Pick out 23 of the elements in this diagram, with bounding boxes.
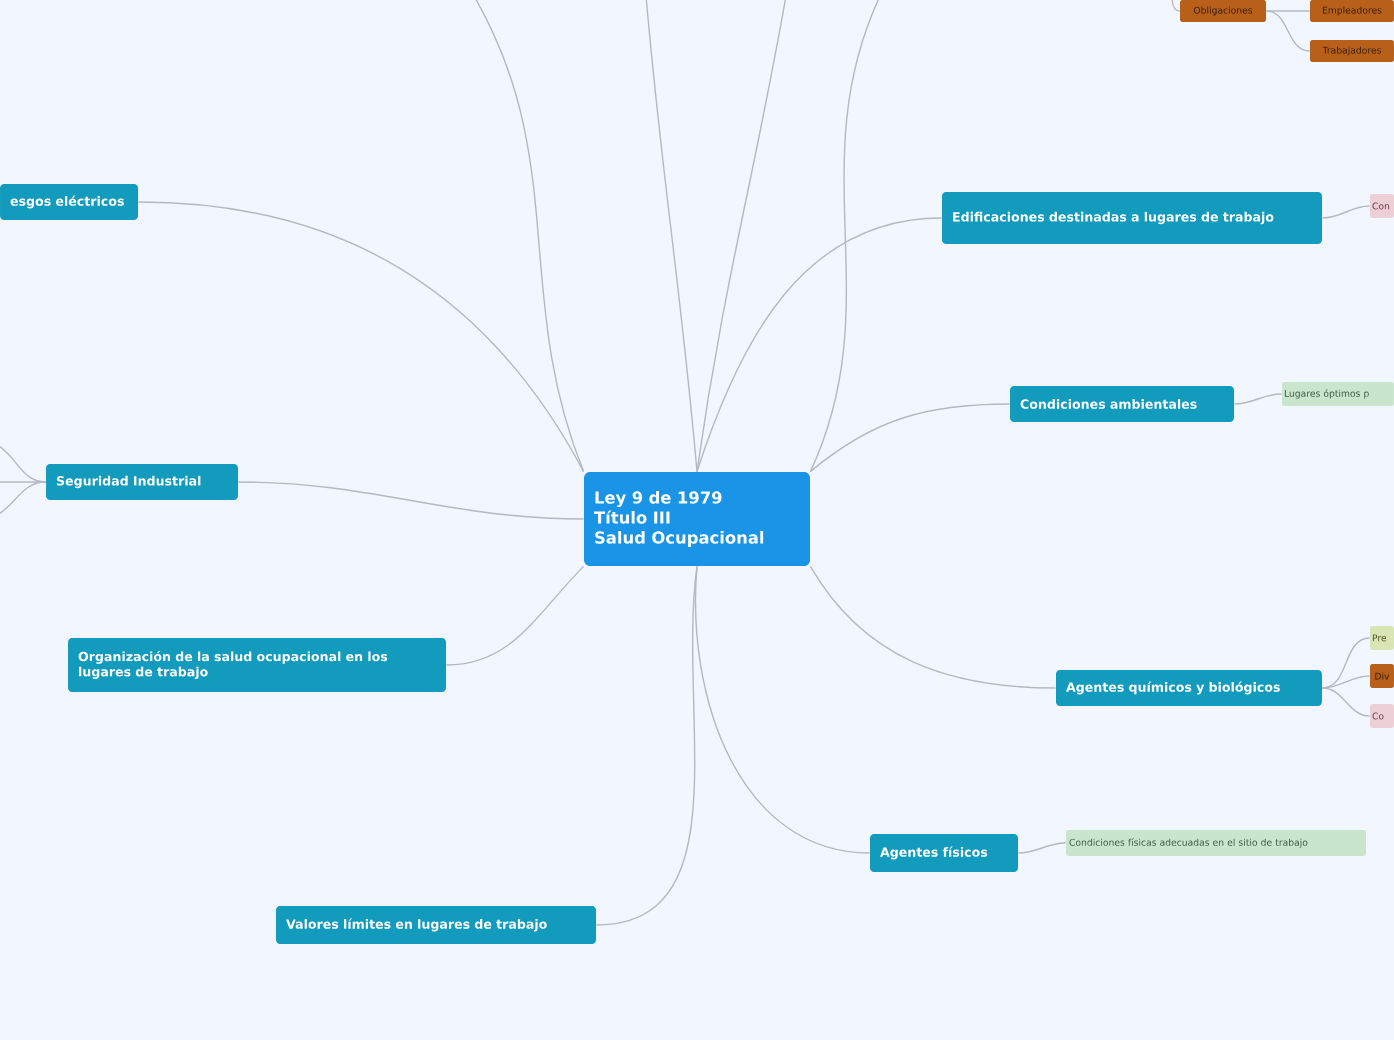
- root-topic-box: Ley 9 de 1979 Título III Salud Ocupacional: [584, 472, 810, 566]
- connector-line: [1017, 842, 1067, 854]
- connector-line: [694, 565, 871, 854]
- connector-line: [1321, 687, 1371, 717]
- connector-line: [1321, 675, 1371, 689]
- connector-line: [137, 201, 585, 473]
- connector-line: [696, 0, 787, 473]
- connector-line: [445, 565, 585, 666]
- connector-line: [645, 0, 698, 473]
- connector-line: [1171, 0, 1181, 12]
- connector-line: [0, 481, 47, 517]
- connector-line: [696, 217, 943, 473]
- connector-line: [809, 565, 1057, 689]
- connector-line: [809, 403, 1011, 473]
- connector-line: [237, 481, 585, 520]
- connector-line: [809, 0, 881, 473]
- connector-line: [1265, 10, 1311, 12]
- connector-line: [1321, 637, 1371, 689]
- connector-line: [1321, 205, 1371, 219]
- connector-line: [473, 0, 585, 473]
- connector-line: [1265, 10, 1311, 52]
- connector-line: [1233, 393, 1283, 405]
- connector-line: [0, 481, 47, 483]
